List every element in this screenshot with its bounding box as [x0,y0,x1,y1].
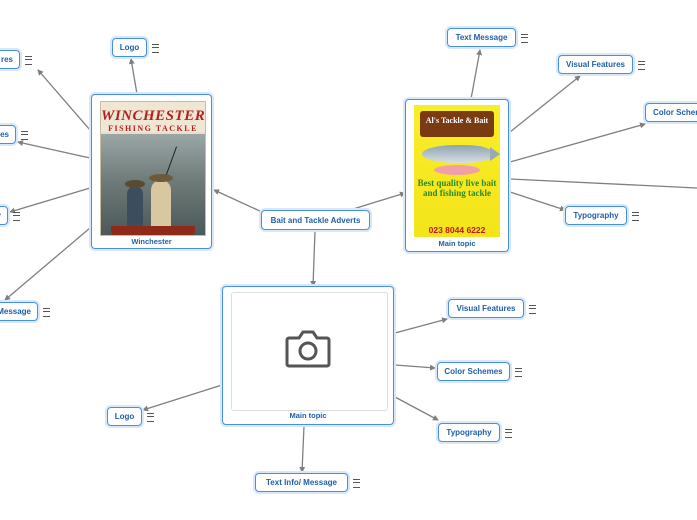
notes-icon[interactable] [353,479,360,488]
fish-illustration [422,145,500,163]
connector-win-typography [9,187,91,214]
notes-icon[interactable] [25,56,32,65]
winchester-typography-node[interactable]: y [0,206,8,225]
al-text-message-node[interactable]: Text Message [447,28,516,47]
ph-text-info-label: Text Info/ Message [266,478,337,487]
al-typography-node[interactable]: Typography [565,206,627,225]
al-typography-label: Typography [573,211,619,220]
connector-win-schemes [17,140,91,159]
notes-icon[interactable] [13,212,20,221]
al-color-schemes-label: Color Schem [653,108,697,117]
notes-icon[interactable] [638,61,645,70]
ph-logo-node[interactable]: Logo [107,407,142,426]
notes-icon[interactable] [632,212,639,221]
als-tackle-headline: Best quality live bait and fishing tackl… [417,178,497,198]
connector-win-message [4,227,91,301]
winchester-logo-node[interactable]: Logo [112,38,147,57]
al-text-message-label: Text Message [455,33,508,42]
connector-ph-textinfo [299,425,306,473]
winchester-features-label: res [0,55,13,64]
connector-central-winchester [213,189,263,213]
central-topic-label: Bait and Tackle Adverts [270,215,361,225]
al-visual-features-label: Visual Features [566,60,625,69]
connector-al-text [470,49,483,100]
notes-icon[interactable] [529,305,536,314]
central-topic-bait-and-tackle-adverts[interactable]: Bait and Tackle Adverts [261,210,370,230]
ph-color-schemes-node[interactable]: Color Schemes [437,362,510,381]
al-color-schemes-node[interactable]: Color Schem [645,103,697,122]
al-visual-features-node[interactable]: Visual Features [558,55,633,74]
ph-typography-node[interactable]: Typography [438,423,500,442]
notes-icon[interactable] [521,34,528,43]
winchester-logo-label: Logo [119,43,140,52]
winchester-caption: Winchester [131,237,172,246]
als-tackle-sign: Al's Tackle & Bait [420,111,494,137]
camera-icon [285,330,331,368]
winchester-topic[interactable]: WINCHESTER FISHING TACKLE Winchester [91,94,212,249]
als-tackle-phone: 023 8044 6222 [428,225,486,235]
winchester-schemes-label: es [0,130,9,139]
image-placeholder[interactable] [231,292,388,411]
canoe-illustration [111,226,195,235]
connector-win-features [37,69,91,131]
als-tackle-poster-image: Al's Tackle & Bait Best quality live bai… [414,105,500,237]
connector-al-color [509,122,646,163]
connector-ph-logo [142,384,223,412]
als-tackle-caption: Main topic [438,239,476,248]
notes-icon[interactable] [147,413,154,422]
placeholder-caption: Main topic [289,411,327,420]
notes-icon[interactable] [152,44,159,53]
notes-icon[interactable] [505,429,512,438]
connector-ph-typography [394,396,439,421]
winchester-typography-label: y [0,211,1,220]
connector-central-placeholder [310,230,317,287]
placeholder-topic[interactable]: Main topic [222,286,394,425]
ph-color-schemes-label: Color Schemes [444,367,503,376]
winchester-poster-image: WINCHESTER FISHING TACKLE [100,101,206,236]
connector-ph-color [394,364,436,371]
winchester-poster-subtitle: FISHING TACKLE [108,124,198,133]
prawn-illustration [434,165,480,175]
notes-icon[interactable] [21,131,28,140]
winchester-schemes-node[interactable]: es [0,125,16,144]
ph-logo-label: Logo [114,412,135,421]
notes-icon[interactable] [515,368,522,377]
notes-icon[interactable] [43,308,50,317]
winchester-message-label: Message [0,307,31,316]
ph-visual-features-label: Visual Features [456,304,516,313]
connector-win-logo [128,58,138,95]
connector-al-offscreen [509,178,697,189]
als-tackle-topic[interactable]: Al's Tackle & Bait Best quality live bai… [405,99,509,252]
winchester-poster-title: WINCHESTER [101,108,206,124]
connector-al-typography [509,191,566,212]
connector-al-visual [509,75,581,133]
winchester-features-node[interactable]: res [0,50,20,69]
connector-ph-visual [394,317,448,334]
ph-text-info-node[interactable]: Text Info/ Message [255,473,348,492]
winchester-message-node[interactable]: Message [0,302,38,321]
ph-visual-features-node[interactable]: Visual Features [448,299,524,318]
ph-typography-label: Typography [446,428,492,437]
connector-central-al [349,191,406,211]
